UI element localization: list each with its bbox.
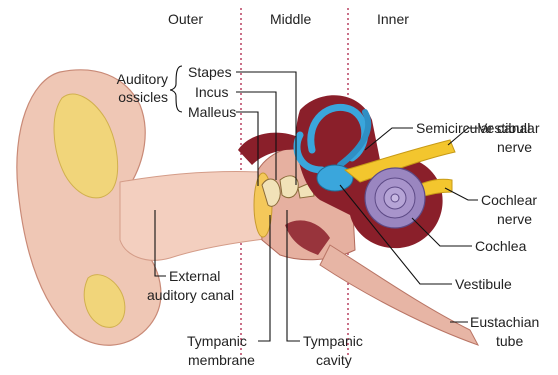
vestibule-label: Vestibule [455,276,512,292]
cochlear-nerve-label-line2: nerve [497,211,532,227]
eustachian-tube-label-line1: Eustachian [470,314,539,330]
tympanic-membrane-label-line2: membrane [188,352,255,368]
stapes-label: Stapes [188,64,232,80]
incus-label: Incus [195,84,228,100]
external-auditory-canal-label-line1: External [169,268,220,284]
tympanic-cavity-label-line1: Tympanic [303,333,363,349]
region-inner-label: Inner [377,11,409,27]
ossicles-brace [170,66,182,112]
cochlea-apex [391,194,399,202]
cochlear-nerve-label-line1: Cochlear [481,192,537,208]
eustachian-tube-shape [320,245,478,345]
tympanic-cavity-label-line2: cavity [316,352,352,368]
vestibular-nerve-label-line1: Vestibular [478,120,540,136]
region-outer-label: Outer [168,11,203,27]
auditory-ossicles-label-line1: Auditory [117,71,168,87]
eustachian-tube-label-line2: tube [496,333,523,349]
region-middle-label: Middle [270,11,311,27]
malleus-label: Malleus [188,104,236,120]
auditory-ossicles-label-line2: ossicles [118,89,168,105]
external-auditory-canal-label-line2: auditory canal [147,287,234,303]
tympanic-membrane-label-line1: Tympanic [187,333,247,349]
vestibular-nerve-label-line2: nerve [497,139,532,155]
cochlea-label: Cochlea [475,238,527,254]
